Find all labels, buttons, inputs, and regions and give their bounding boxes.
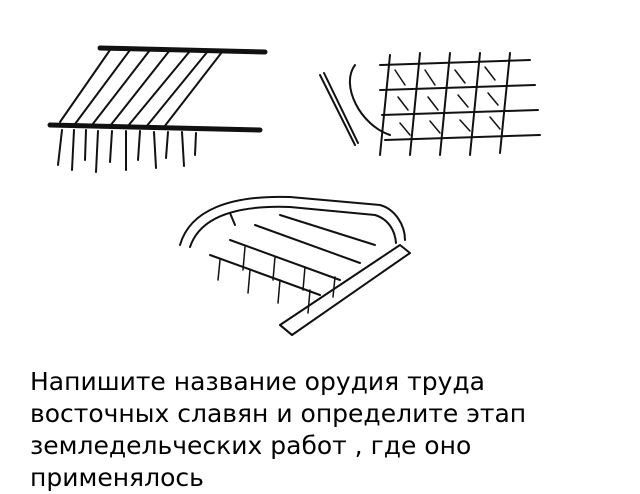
wooden-harrow-drawing — [47, 45, 268, 173]
frame-harrow-drawing — [179, 195, 411, 336]
question-text: Напишите название орудия труда восточных… — [30, 367, 527, 492]
grid-harrow-drawing — [319, 52, 541, 156]
